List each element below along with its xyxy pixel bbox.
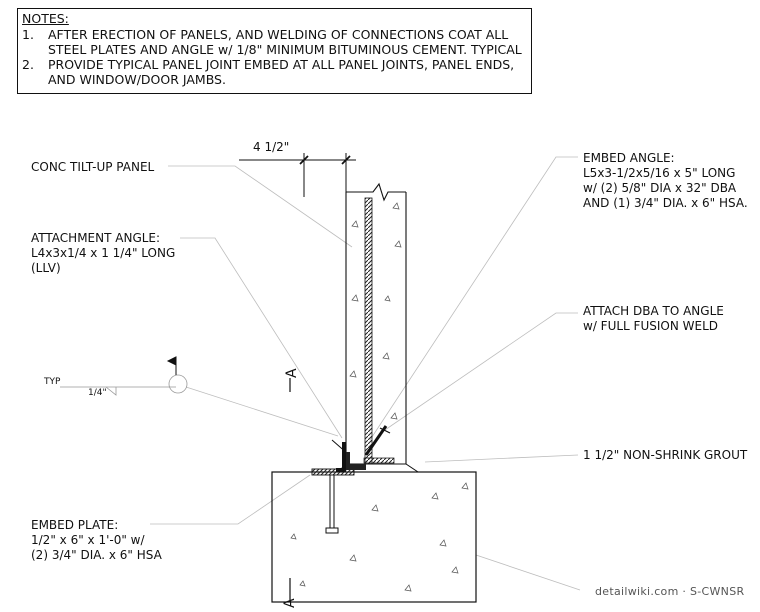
note-line: PROVIDE TYPICAL PANEL JOINT EMBED AT ALL… bbox=[48, 57, 515, 72]
leader-attach-dba bbox=[381, 312, 578, 433]
note-item: 2. PROVIDE TYPICAL PANEL JOINT EMBED AT … bbox=[22, 57, 525, 87]
label-conc-panel: CONC TILT-UP PANEL bbox=[31, 160, 155, 174]
leader-conc-panel bbox=[168, 165, 353, 248]
weld-bead bbox=[363, 457, 395, 464]
footing bbox=[271, 471, 477, 603]
notes-title: NOTES: bbox=[22, 11, 69, 26]
label-line: L4x3x1/4 x 1 1/4" LONG bbox=[31, 246, 176, 260]
note-item: 1. AFTER ERECTION OF PANELS, AND WELDING… bbox=[22, 27, 525, 57]
dimension-text: 4 1/2" bbox=[253, 140, 290, 154]
leader-grout bbox=[424, 454, 579, 463]
note-number: 1. bbox=[22, 27, 34, 42]
label-line: (LLV) bbox=[31, 261, 61, 275]
label-line: ATTACHMENT ANGLE: bbox=[31, 231, 161, 245]
weld-size-text: 1/4" bbox=[88, 388, 107, 398]
label-attach-dba: ATTACH DBA TO ANGLE w/ FULL FUSION WELD bbox=[583, 304, 724, 334]
footing-aggregate bbox=[290, 482, 469, 592]
label-line: ATTACH DBA TO ANGLE bbox=[583, 304, 724, 318]
dba-bar bbox=[364, 425, 388, 456]
note-text: AFTER ERECTION OF PANELS, AND WELDING OF… bbox=[48, 27, 525, 57]
watermark: detailwiki.com · S-CWNSR bbox=[592, 585, 748, 598]
label-line: 1/2" x 6" x 1'-0" w/ bbox=[31, 533, 145, 547]
label-line: EMBED ANGLE: bbox=[583, 151, 675, 165]
leader-lines bbox=[150, 156, 581, 591]
flag-icon bbox=[166, 356, 177, 375]
notes-box: NOTES: 1. AFTER ERECTION OF PANELS, AND … bbox=[17, 8, 532, 94]
note-line: AFTER ERECTION OF PANELS, AND WELDING OF… bbox=[48, 27, 509, 42]
weld-symbol bbox=[60, 374, 188, 396]
label-line: w/ FULL FUSION WELD bbox=[583, 319, 718, 333]
note-line: AND WINDOW/DOOR JAMBS. bbox=[48, 72, 226, 87]
section-mark-bottom: A bbox=[282, 598, 298, 608]
label-embed-angle: EMBED ANGLE: L5x3-1/2x5/16 x 5" LONG w/ … bbox=[583, 151, 748, 211]
leader-attachment-angle bbox=[180, 237, 343, 439]
attachment-angle bbox=[336, 442, 346, 472]
label-attachment-angle: ATTACHMENT ANGLE: L4x3x1/4 x 1 1/4" LONG… bbox=[31, 231, 175, 276]
weld-ref-leader bbox=[185, 386, 339, 437]
anchor-stud-head bbox=[325, 527, 339, 534]
leader-embed-plate bbox=[150, 474, 311, 525]
label-line: L5x3-1/2x5/16 x 5" LONG bbox=[583, 166, 736, 180]
label-line: w/ (2) 5/8" DIA x 32" DBA bbox=[583, 181, 737, 195]
label-line: EMBED PLATE: bbox=[31, 518, 119, 532]
label-line: (2) 3/4" DIA. x 6" HSA bbox=[31, 548, 162, 562]
embed-plate bbox=[311, 468, 355, 476]
section-mark-top: A bbox=[284, 368, 300, 378]
aggregate-marks bbox=[349, 202, 402, 420]
dimension-line bbox=[239, 153, 356, 197]
note-text: PROVIDE TYPICAL PANEL JOINT EMBED AT ALL… bbox=[48, 57, 525, 87]
label-embed-plate: EMBED PLATE: 1/2" x 6" x 1'-0" w/ (2) 3/… bbox=[31, 518, 162, 563]
weld-typ-text: TYP bbox=[44, 377, 61, 387]
embed-angle bbox=[346, 452, 366, 470]
tilt-up-panel bbox=[345, 182, 407, 464]
note-number: 2. bbox=[22, 57, 34, 72]
leader-embed-angle bbox=[369, 156, 578, 441]
label-line: AND (1) 3/4" DIA. x 6" HSA. bbox=[583, 196, 748, 210]
leader-bottom bbox=[475, 554, 581, 591]
label-grout: 1 1/2" NON-SHRINK GROUT bbox=[583, 448, 748, 462]
panel-joint-hatch bbox=[364, 197, 373, 465]
note-line: STEEL PLATES AND ANGLE w/ 1/8" MINIMUM B… bbox=[48, 42, 522, 57]
